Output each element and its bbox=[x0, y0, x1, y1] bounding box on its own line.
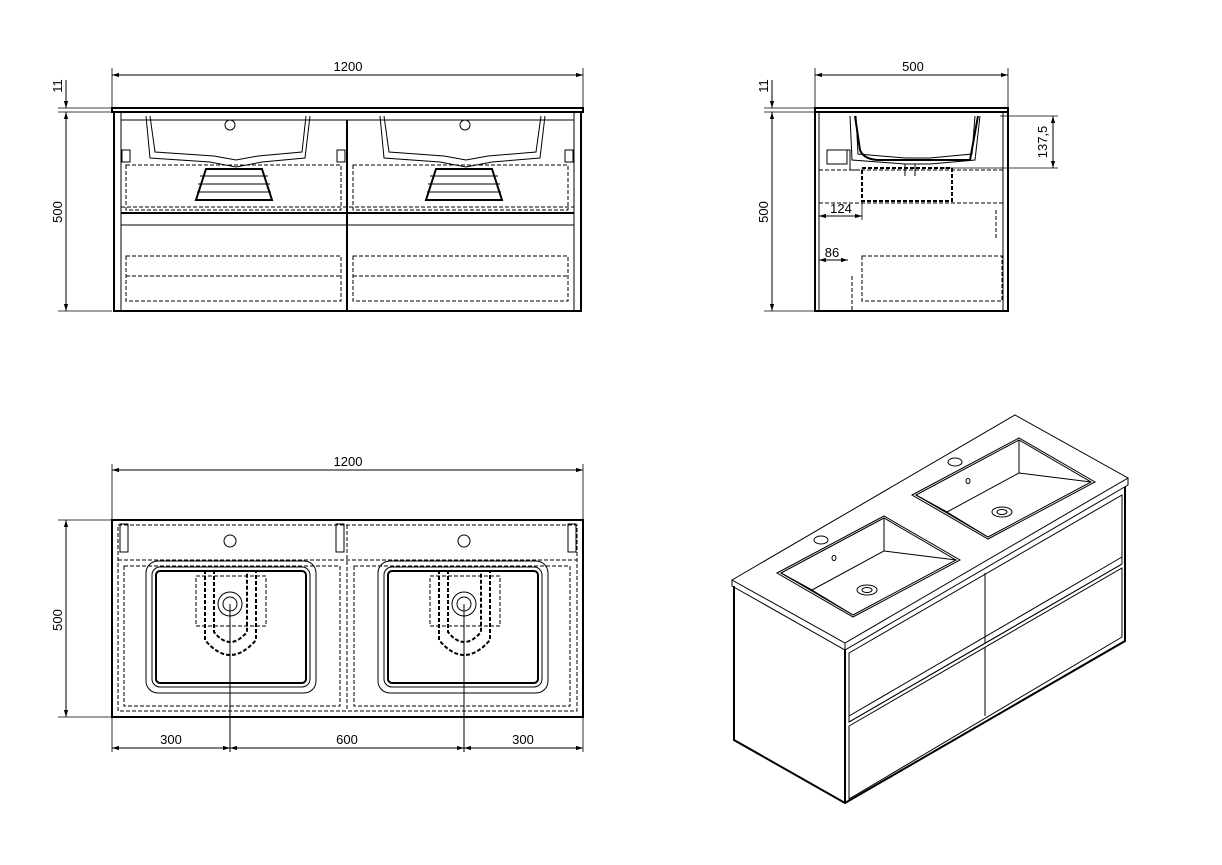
side-height-label: 500 bbox=[756, 201, 771, 223]
faucet-hole-left bbox=[223, 534, 237, 548]
top-basin-right bbox=[377, 534, 549, 694]
side-basin-section bbox=[849, 115, 981, 165]
iso-bottom-drawers bbox=[848, 567, 1123, 800]
front-height-label: 500 bbox=[50, 201, 65, 223]
iso-basin-right bbox=[910, 437, 1097, 540]
back-offset-label: 86 bbox=[825, 245, 839, 260]
top-basin-left bbox=[145, 534, 317, 694]
basin-depth-label: 137,5 bbox=[1035, 126, 1050, 159]
iso-countertop-top bbox=[730, 414, 1130, 644]
right-offset-label: 300 bbox=[512, 732, 534, 747]
front-basin-right bbox=[379, 115, 546, 201]
faucet-hole-right bbox=[457, 534, 471, 548]
side-top-thickness-label: 11 bbox=[756, 79, 771, 93]
side-cabinet-body bbox=[814, 111, 1009, 312]
iso-basin-left bbox=[775, 515, 962, 618]
top-view: 1200 500 bbox=[50, 454, 584, 752]
center-distance-label: 600 bbox=[336, 732, 358, 747]
front-view: 1200 500 11 bbox=[50, 59, 584, 312]
top-depth-label: 500 bbox=[50, 609, 65, 631]
isometric-view bbox=[730, 414, 1130, 805]
front-basin-left bbox=[145, 115, 311, 201]
left-offset-label: 300 bbox=[160, 732, 182, 747]
front-width-label: 1200 bbox=[334, 59, 363, 74]
iso-drain-left bbox=[856, 584, 878, 596]
iso-drain-right bbox=[991, 506, 1013, 518]
side-view: 500 500 11 137,5 124 86 bbox=[756, 59, 1058, 312]
front-top-thickness-label: 11 bbox=[50, 79, 65, 93]
side-depth-label: 500 bbox=[902, 59, 924, 74]
top-countertop-outline bbox=[111, 519, 584, 718]
top-width-label: 1200 bbox=[334, 454, 363, 469]
drain-offset-label: 124 bbox=[830, 201, 852, 216]
